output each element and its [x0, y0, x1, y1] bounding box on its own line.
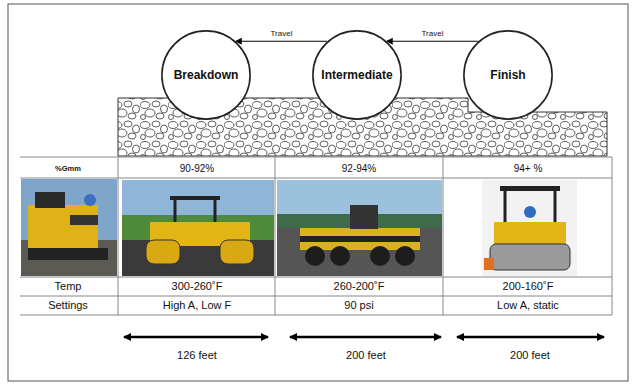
- roller-stage-circle: Intermediate: [312, 30, 402, 120]
- stage-name: Finish: [490, 68, 525, 82]
- roller-stage-circle: Finish: [463, 30, 553, 120]
- table-cell: 300-260˚F: [172, 280, 223, 292]
- table-cell: 92-94%: [342, 163, 376, 174]
- frame: [8, 4, 628, 381]
- table-cell: 90 psi: [344, 299, 373, 311]
- table-cell: %Gmm: [55, 164, 81, 173]
- table-cell: 260-200˚F: [334, 280, 385, 292]
- breakdown-roller-photo: [122, 180, 274, 276]
- travel-arrow: [236, 41, 327, 42]
- travel-label: Travel: [420, 29, 446, 38]
- stage-name: Intermediate: [321, 68, 392, 82]
- table-cell: Low A, static: [497, 299, 559, 311]
- travel-label: Travel: [269, 29, 295, 38]
- table-cell: 90-92%: [180, 163, 214, 174]
- table-cell: 94+ %: [514, 163, 543, 174]
- table-cell: Temp: [55, 280, 82, 292]
- paver-photo: [21, 179, 117, 276]
- length-dimension: 200 feet: [346, 349, 386, 361]
- travel-arrow: [387, 41, 478, 42]
- finish-roller-photo: [482, 180, 577, 276]
- length-arrows: [124, 336, 604, 339]
- table-cell: Settings: [48, 299, 88, 311]
- table-cell: High A, Low F: [163, 299, 231, 311]
- stage-name: Breakdown: [174, 68, 239, 82]
- table-grid: [20, 157, 612, 315]
- table-cell: 200-160˚F: [503, 280, 554, 292]
- length-dimension: 126 feet: [177, 349, 217, 361]
- roller-stage-circle: Breakdown: [161, 30, 251, 120]
- length-dimension: 200 feet: [510, 349, 550, 361]
- pneumatic-roller-photo: [277, 180, 442, 276]
